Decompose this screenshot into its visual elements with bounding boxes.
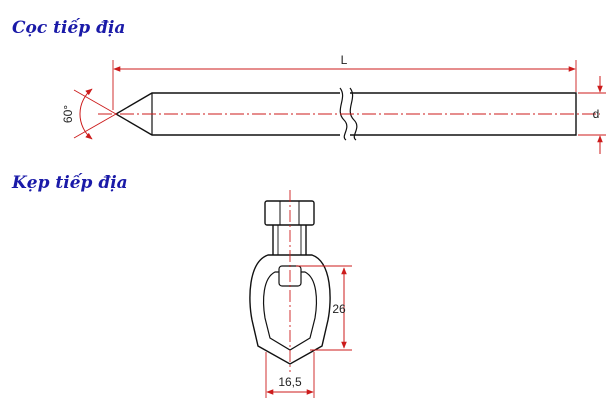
- rod-break-symbol-2: [349, 87, 358, 141]
- rod-break-symbol: [339, 87, 348, 141]
- clamp-height-label: 26: [332, 302, 346, 316]
- ground-rod: L d 60°: [61, 53, 606, 154]
- clamp-width-label: 16,5: [278, 375, 302, 389]
- rod-angle-leg-top: [73, 89, 117, 115]
- clamp-bolt-head: [264, 200, 315, 226]
- clamp-heading: Kẹp tiếp địa: [12, 173, 128, 193]
- rod-angle-arc: [79, 88, 93, 140]
- rod-angle-label: 60°: [61, 105, 75, 123]
- ground-clamp: 26 16,5: [249, 190, 352, 398]
- rod-diameter-label: d: [593, 107, 600, 121]
- rod-length-label: L: [341, 53, 348, 67]
- rod-heading: Cọc tiếp địa: [12, 18, 126, 38]
- rod-outline-right: [350, 92, 577, 136]
- clamp-bolt-thread: [277, 225, 302, 255]
- clamp-bolt-shank: [272, 225, 307, 258]
- rod-angle-leg-bottom: [73, 113, 117, 139]
